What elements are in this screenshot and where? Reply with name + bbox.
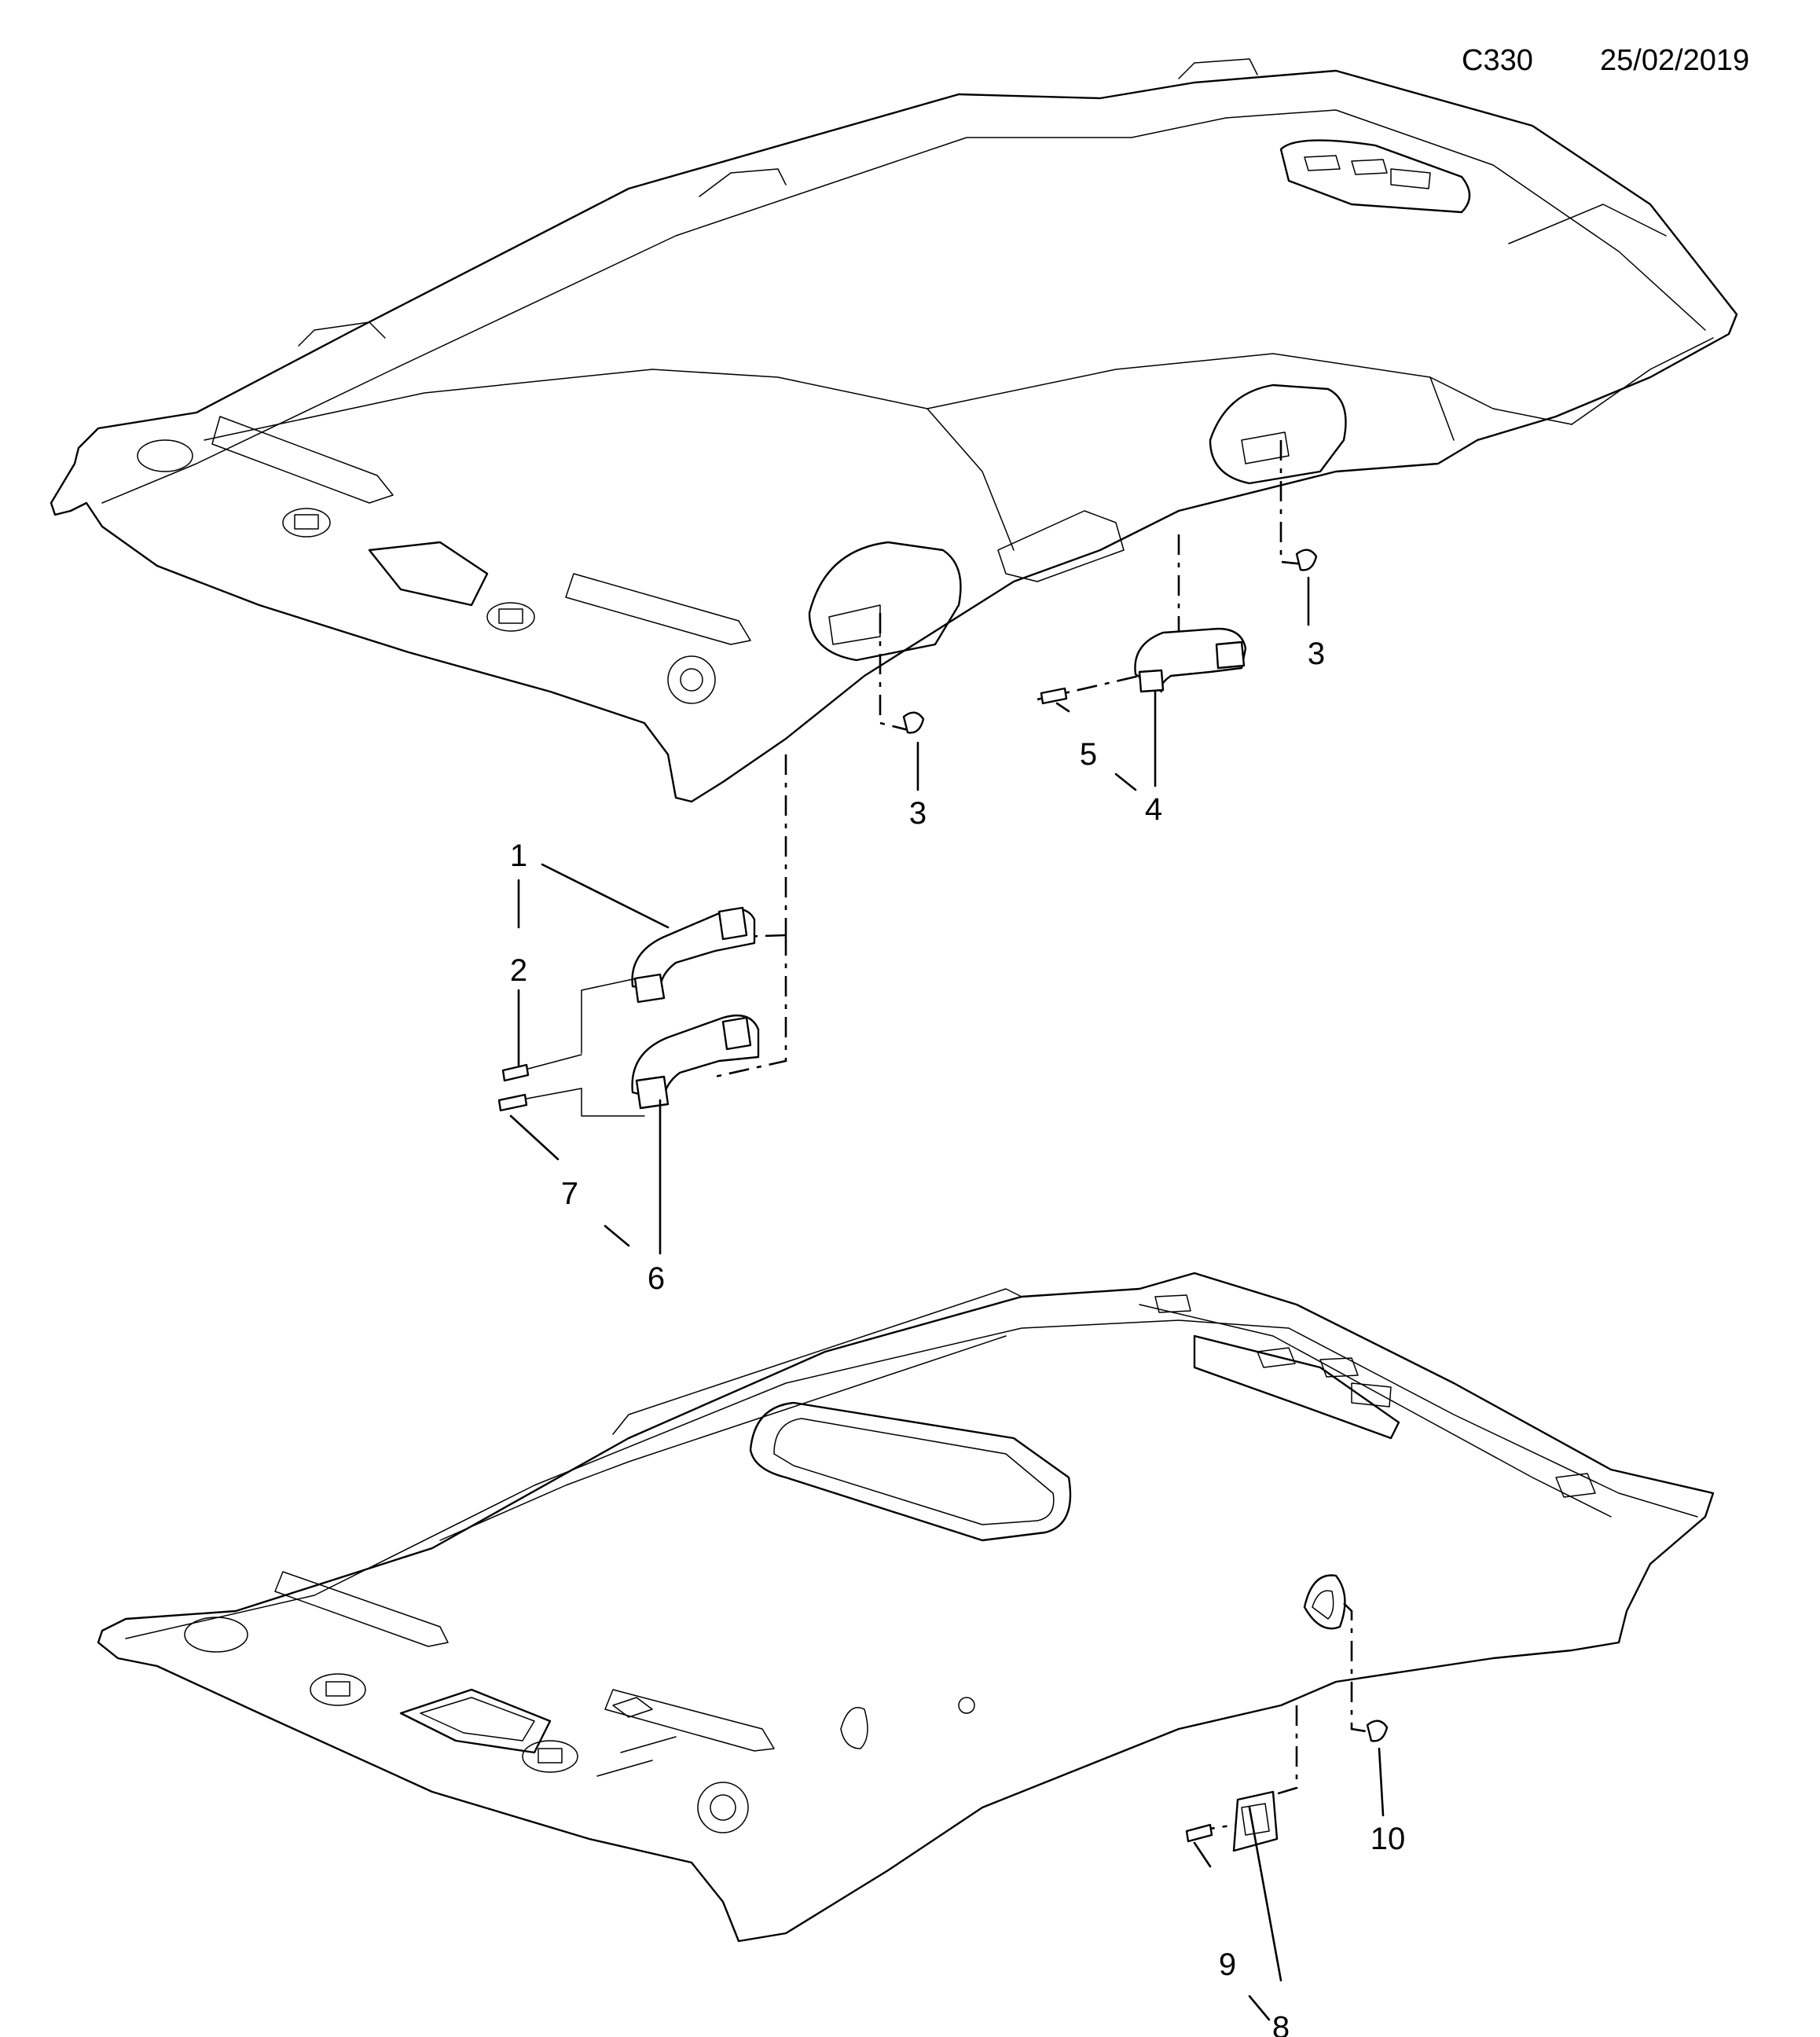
leader-10: [1378, 1747, 1385, 1817]
callout-5: 5: [1080, 737, 1097, 772]
diagram-code: C330: [1462, 44, 1533, 77]
bracket-line-7: [581, 1088, 645, 1117]
grab-handle-part-4: [1134, 627, 1247, 693]
leader-5: [1114, 773, 1137, 791]
callout-6: 6: [648, 1261, 665, 1296]
callout-1: 1: [510, 839, 527, 873]
leader-9: [1193, 1841, 1212, 1868]
clip-part-10: [1366, 1720, 1389, 1742]
assembly-line-8: [1257, 1705, 1298, 1801]
assembly-line-3: [714, 935, 787, 1078]
clip-part-3b: [1295, 549, 1318, 571]
leader-1: [541, 863, 670, 929]
callout-3a: 3: [909, 796, 927, 831]
callout-3b: 3: [1308, 637, 1325, 671]
screw-part-2: [501, 1054, 582, 1082]
callout-10: 10: [1371, 1822, 1406, 1856]
diagram-date: 25/02/2019: [1600, 44, 1750, 77]
leader-7: [509, 1114, 560, 1161]
callout-8: 8: [1272, 2010, 1290, 2037]
callout-7: 7: [561, 1176, 578, 1211]
grab-handle-part-8: [1232, 1790, 1279, 1852]
leader-8: [1248, 1806, 1282, 1982]
assembly-line-6: [1279, 440, 1305, 566]
assembly-line-4: [879, 613, 912, 732]
assembly-line-9: [1343, 1602, 1376, 1734]
callout-4: 4: [1145, 792, 1162, 827]
grab-handle-part-1: [631, 906, 756, 1004]
headliner-bottom: [97, 1272, 1715, 1943]
leader-8b: [1248, 1995, 1271, 2021]
clip-part-3a: [902, 711, 925, 734]
leader-5b: [1055, 702, 1070, 713]
screw-part-5: [1040, 687, 1068, 705]
bracket-line-2: [581, 978, 637, 1054]
screw-part-9: [1185, 1823, 1213, 1843]
grab-handle-part-6: [631, 1014, 760, 1110]
callout-9: 9: [1219, 1947, 1236, 1982]
screw-part-7: [497, 1088, 582, 1112]
callout-2: 2: [510, 953, 527, 988]
leader-7b: [604, 1224, 630, 1247]
headliner-top: [50, 58, 1738, 803]
